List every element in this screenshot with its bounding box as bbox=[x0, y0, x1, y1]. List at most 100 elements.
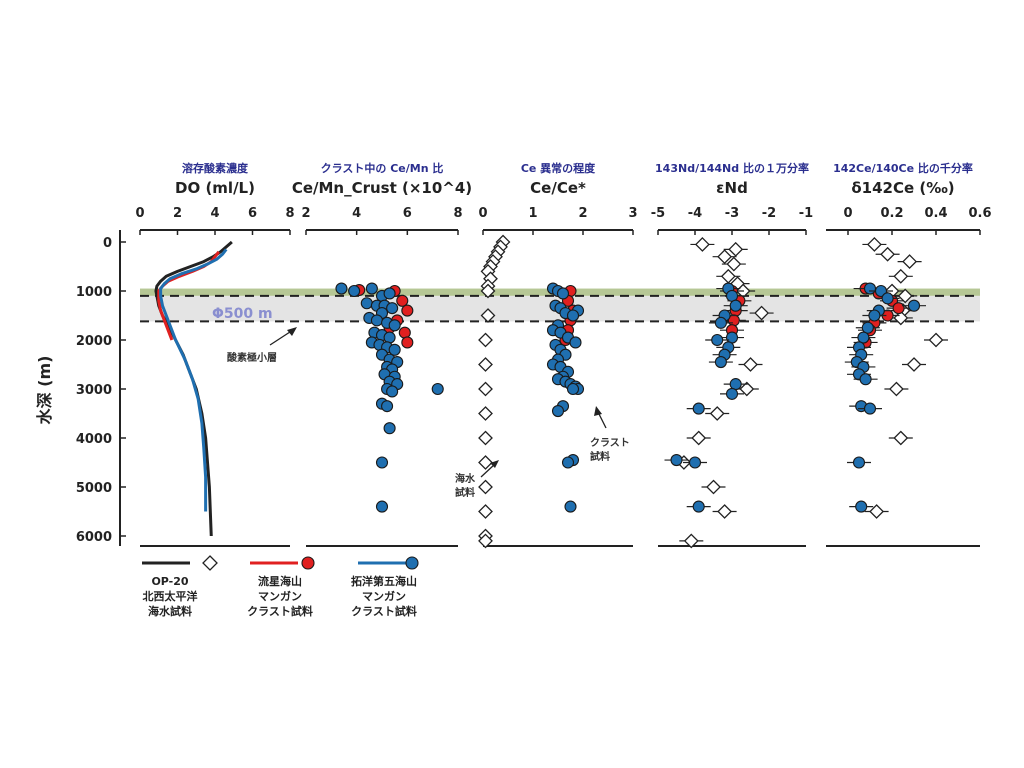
data-point bbox=[692, 402, 705, 415]
data-point bbox=[852, 456, 866, 469]
data-point bbox=[561, 456, 575, 469]
legend-marker bbox=[202, 555, 218, 571]
data-point bbox=[478, 430, 493, 446]
data-point bbox=[375, 500, 389, 513]
data-point bbox=[726, 256, 742, 272]
x-tick-label: 8 bbox=[453, 206, 462, 221]
data-point bbox=[688, 456, 702, 469]
data-point bbox=[401, 336, 414, 349]
data-point bbox=[388, 343, 401, 356]
data-point bbox=[480, 283, 496, 299]
y-tick-label: 3000 bbox=[76, 383, 112, 398]
data-point bbox=[383, 287, 396, 300]
data-point bbox=[365, 282, 378, 295]
x-tick-label: 1 bbox=[528, 206, 537, 221]
data-point bbox=[478, 455, 493, 470]
data-point bbox=[335, 282, 348, 295]
data-point bbox=[386, 385, 399, 398]
legend-label-line: OP-20 bbox=[151, 575, 188, 588]
x-tick-label: 0.4 bbox=[924, 206, 947, 221]
data-point bbox=[881, 292, 894, 305]
y-tick-label: 4000 bbox=[76, 432, 112, 447]
data-point bbox=[859, 373, 872, 386]
data-point bbox=[709, 406, 725, 421]
omz-arrow-head bbox=[287, 327, 297, 336]
x-tick-label: 4 bbox=[210, 206, 219, 221]
y-tick-label: 1000 bbox=[76, 285, 112, 300]
data-point bbox=[743, 357, 758, 372]
x-tick-label: -4 bbox=[688, 206, 702, 221]
data-point bbox=[398, 326, 411, 339]
data-point bbox=[375, 456, 389, 469]
data-point bbox=[478, 381, 493, 397]
x-tick-label: 0 bbox=[843, 206, 852, 221]
data-point bbox=[717, 249, 733, 265]
panel-jp-title: 142Ce/140Ce 比の千分率 bbox=[833, 161, 973, 175]
x-tick-label: -5 bbox=[651, 206, 665, 221]
legend-label-line: 海水試料 bbox=[148, 604, 192, 618]
data-point bbox=[720, 268, 736, 284]
crust-annotation-line: クラスト bbox=[590, 437, 630, 449]
data-point bbox=[717, 504, 733, 519]
panel-jp-title: 143Nd/144Nd 比の１万分率 bbox=[655, 161, 809, 175]
data-point bbox=[383, 331, 396, 344]
data-point bbox=[683, 533, 699, 549]
data-point bbox=[711, 333, 724, 347]
data-point bbox=[431, 382, 444, 396]
x-tick-label: 6 bbox=[403, 206, 412, 221]
y-tick-label: 6000 bbox=[76, 530, 112, 545]
y-tick-label: 2000 bbox=[76, 334, 112, 349]
x-tick-label: 0.6 bbox=[968, 206, 991, 221]
legend-label-line: 拓洋第五海山 bbox=[351, 574, 417, 588]
x-tick-label: 2 bbox=[301, 206, 310, 221]
data-point bbox=[863, 402, 877, 415]
data-point bbox=[370, 314, 383, 327]
crust-annotation-line: 試料 bbox=[590, 450, 610, 463]
data-point bbox=[897, 288, 913, 304]
panel-jp-title: 溶存酸素濃度 bbox=[182, 161, 249, 175]
data-point bbox=[566, 382, 580, 396]
legend-marker bbox=[405, 556, 419, 570]
data-point bbox=[566, 309, 580, 322]
panel-jp-title: クラスト中の Ce/Mn 比 bbox=[321, 161, 444, 175]
x-tick-label: -1 bbox=[799, 206, 813, 221]
data-point bbox=[478, 504, 493, 519]
data-point bbox=[478, 406, 493, 421]
x-tick-label: 2 bbox=[578, 206, 587, 221]
omz-label: 酸素極小層 bbox=[227, 351, 277, 364]
data-point bbox=[728, 241, 744, 257]
x-tick-label: 6 bbox=[248, 206, 257, 221]
seawater-arrow-line bbox=[480, 463, 496, 478]
depth-axis-label: 水深 (m) bbox=[35, 356, 54, 425]
data-point bbox=[478, 357, 493, 372]
panel-title: Ce/Mn_Crust (×10^4) bbox=[292, 179, 472, 197]
data-point bbox=[857, 331, 870, 344]
data-point bbox=[725, 387, 739, 400]
data-point bbox=[893, 268, 909, 284]
legend: OP-20北西太平洋海水試料流星海山マンガンクラスト試料拓洋第五海山マンガンクラ… bbox=[142, 555, 419, 618]
data-point bbox=[691, 430, 707, 446]
data-point bbox=[388, 319, 401, 332]
series-line bbox=[159, 248, 228, 512]
panel-jp-title: Ce 異常の程度 bbox=[521, 161, 596, 175]
x-tick-label: 3 bbox=[628, 206, 637, 221]
data-point bbox=[383, 422, 396, 435]
legend-label-line: クラスト試料 bbox=[247, 604, 313, 618]
panel-title: δ142Ce (‰) bbox=[851, 179, 954, 197]
seawater-annotation-line: 海水 bbox=[455, 472, 476, 485]
data-point bbox=[928, 332, 944, 348]
data-point bbox=[714, 355, 727, 369]
x-tick-label: 4 bbox=[352, 206, 361, 221]
data-point bbox=[714, 316, 727, 329]
data-point bbox=[692, 500, 705, 513]
data-point bbox=[401, 304, 414, 317]
data-point bbox=[706, 479, 721, 495]
crust-arrow-head bbox=[594, 406, 602, 416]
data-point bbox=[892, 302, 905, 315]
legend-label-line: 流星海山 bbox=[258, 574, 302, 588]
data-point bbox=[360, 297, 373, 310]
